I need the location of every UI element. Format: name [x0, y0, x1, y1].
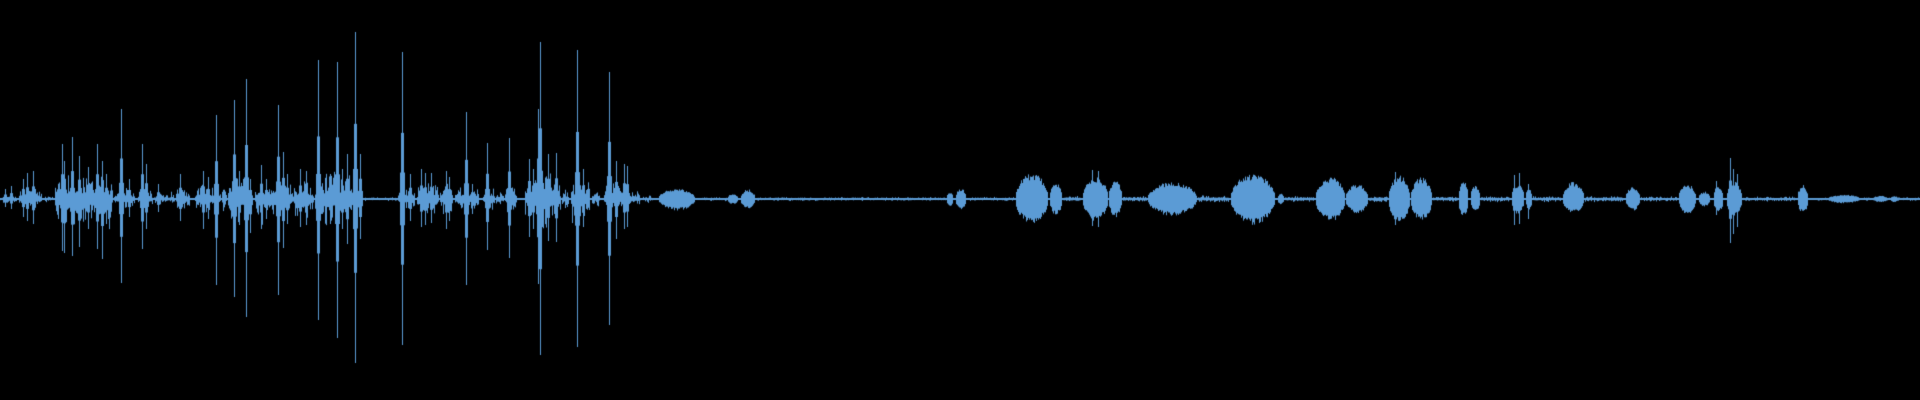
- audio-waveform-panel: [0, 0, 1920, 400]
- waveform-canvas: [0, 0, 1920, 400]
